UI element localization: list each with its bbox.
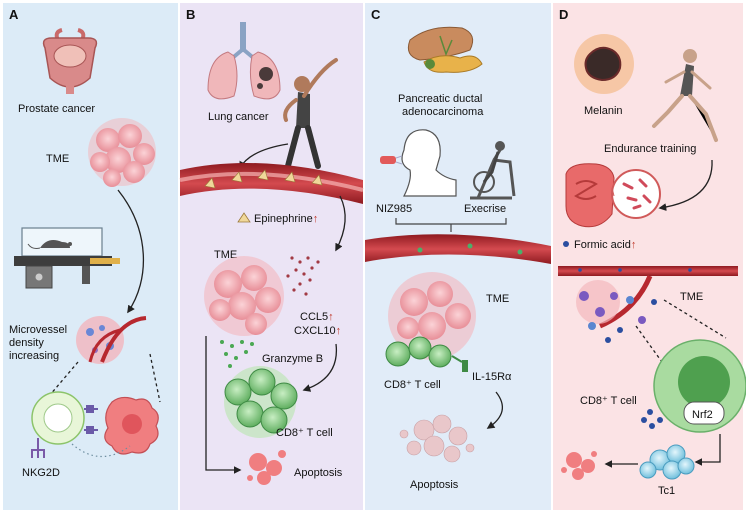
melanin-icon [574, 34, 634, 94]
bacteria-circle [611, 169, 661, 219]
blood-vessel [365, 234, 551, 264]
il15ra-label: IL-15Rα [472, 371, 512, 383]
exercise-label: Execrise [464, 203, 506, 215]
lung-cancer-label: Lung cancer [208, 111, 269, 123]
face-profile-icon [380, 129, 457, 197]
flow-arrow [486, 391, 504, 429]
stretching-person-icon [283, 58, 338, 169]
ccl5-label: CCL5↑ [300, 311, 334, 323]
flow-arrow [694, 434, 721, 466]
chemokine-dots [286, 256, 320, 296]
increase-arrow: ↑ [631, 239, 637, 251]
epinephrine-icon [237, 212, 251, 223]
increase-arrow: ↑ [313, 213, 319, 225]
panel-letter: A [9, 7, 19, 22]
microvessel-label: Microvessel [9, 324, 67, 336]
tme-label: TME [486, 293, 509, 305]
granzyme-b-label: Granzyme B [262, 353, 323, 365]
formic-acid-dots [641, 409, 663, 429]
runner-icon [652, 49, 718, 142]
blood-vessel [179, 162, 364, 204]
niz985-label: NIZ985 [376, 203, 412, 215]
tc1-label: Tc1 [658, 485, 675, 497]
cd8-t-cell-label: CD8⁺ T cell [276, 427, 333, 439]
flow-arrow [302, 343, 338, 392]
flow-arrow [658, 159, 713, 211]
panel-letter: C [371, 7, 381, 22]
apoptosis-label: Apoptosis [294, 467, 343, 479]
microvessel-label: increasing [9, 350, 59, 362]
prostate-cancer-label: Prostate cancer [18, 103, 95, 115]
cd8-t-cell-label: CD8⁺ T cell [580, 395, 637, 407]
pancreas-icon [407, 26, 483, 73]
panel-c: C Pancreatic ductal adenocarcinoma NIZ98… [365, 7, 551, 491]
apoptotic-cells [247, 450, 286, 485]
formic-acid-icon [563, 241, 569, 247]
tme-label: TME [214, 249, 237, 261]
granzyme-dots [220, 340, 254, 368]
intestine-icon [565, 163, 615, 228]
apoptotic-cells [561, 451, 597, 480]
tumor-cluster [88, 118, 156, 187]
cd8-t-cell-large [653, 339, 746, 433]
dendritic-tumor-cell-icon [104, 396, 159, 455]
tme-label: TME [46, 153, 69, 165]
tme-label: TME [680, 291, 703, 303]
lungs-icon [207, 22, 281, 100]
flow-arrow [335, 195, 346, 252]
formic-acid-label: Formic acid↑ [574, 239, 636, 251]
flow-arrow [117, 189, 144, 314]
cxcl10-label: CXCL10↑ [294, 325, 341, 337]
tc1-cluster [639, 444, 695, 480]
apoptosis-label: Apoptosis [410, 479, 459, 491]
increase-arrow: ↑ [328, 311, 334, 323]
panel-divider [178, 3, 180, 510]
treadmill-mouse-icon [14, 227, 120, 289]
panel-b: B Lung cancer Epinephrine↑ [179, 7, 364, 485]
nrf2-label: Nrf2 [692, 409, 713, 421]
tumor-cluster [204, 256, 284, 336]
zoom-dashed-line [635, 299, 727, 363]
epinephrine-label: Epinephrine↑ [254, 213, 318, 225]
panel-divider [363, 3, 365, 510]
panel-letter: D [559, 7, 568, 22]
flow-line [205, 336, 242, 474]
nkg2d-label: NKG2D [22, 467, 60, 479]
microvessel-label: density [9, 337, 44, 349]
t-cell-group [385, 336, 468, 372]
tumor-cluster [388, 272, 476, 360]
panel-divider [551, 3, 553, 510]
pdac-label: Pancreatic ductal [398, 93, 482, 105]
cd8-t-cell-label: CD8⁺ T cell [384, 379, 441, 391]
endurance-training-label: Endurance training [604, 143, 696, 155]
exercise-bike-icon [470, 141, 516, 200]
panel-d: D Melanin Endurance training Formic ac [558, 7, 746, 497]
t-cell-cluster [224, 366, 298, 438]
increase-arrow: ↑ [336, 325, 342, 337]
secretion-dots [71, 443, 131, 458]
panel-letter: B [186, 7, 195, 22]
nrf2-box [683, 401, 725, 425]
pdac-label: adenocarcinoma [402, 106, 484, 118]
nk-cell [31, 391, 98, 458]
prostate-icon [42, 28, 98, 94]
bracket [395, 218, 507, 232]
melanin-label: Melanin [584, 105, 623, 117]
vessel-tme [558, 266, 738, 343]
panel-a: A Prostate cancer TME [9, 7, 170, 479]
apoptotic-tumor [399, 414, 475, 463]
